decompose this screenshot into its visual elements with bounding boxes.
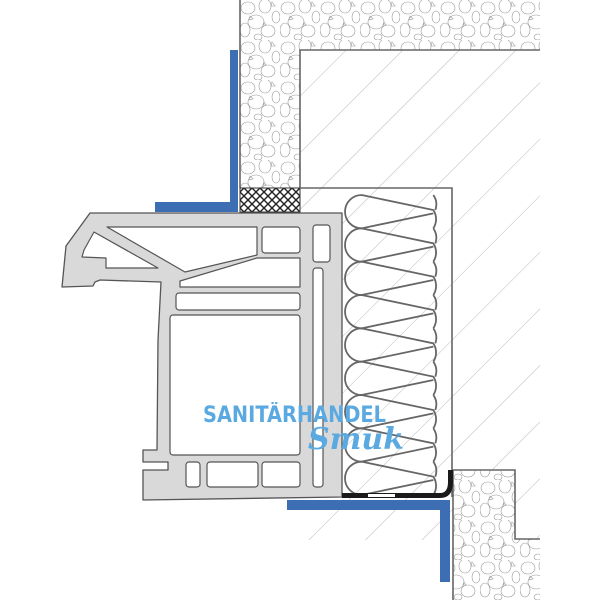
- wall-outline: [239, 0, 540, 600]
- chamber: [81, 231, 159, 269]
- watermark-line2: Smuk: [308, 422, 405, 457]
- watermark-line1: SANITÄRHANDEL: [203, 403, 386, 428]
- masonry-bottom: [453, 470, 540, 600]
- masonry-top: [240, 0, 540, 188]
- chamber: [261, 461, 301, 488]
- insulation-coil: [344, 194, 438, 496]
- chamber: [261, 226, 301, 254]
- chamber: [106, 226, 258, 273]
- insulation-frame: [300, 187, 453, 497]
- blue-tape-bottom: [287, 500, 450, 582]
- chamber: [169, 314, 301, 456]
- blue-tape-top: [155, 50, 238, 212]
- sealing-tape: [342, 470, 453, 498]
- chamber: [185, 461, 201, 488]
- compression-tape: [239, 187, 301, 213]
- chamber: [206, 461, 259, 488]
- chamber: [175, 292, 301, 311]
- chamber: [312, 224, 331, 263]
- chamber: [312, 267, 324, 488]
- chamber: [179, 257, 301, 288]
- profile-chambers: [81, 224, 331, 488]
